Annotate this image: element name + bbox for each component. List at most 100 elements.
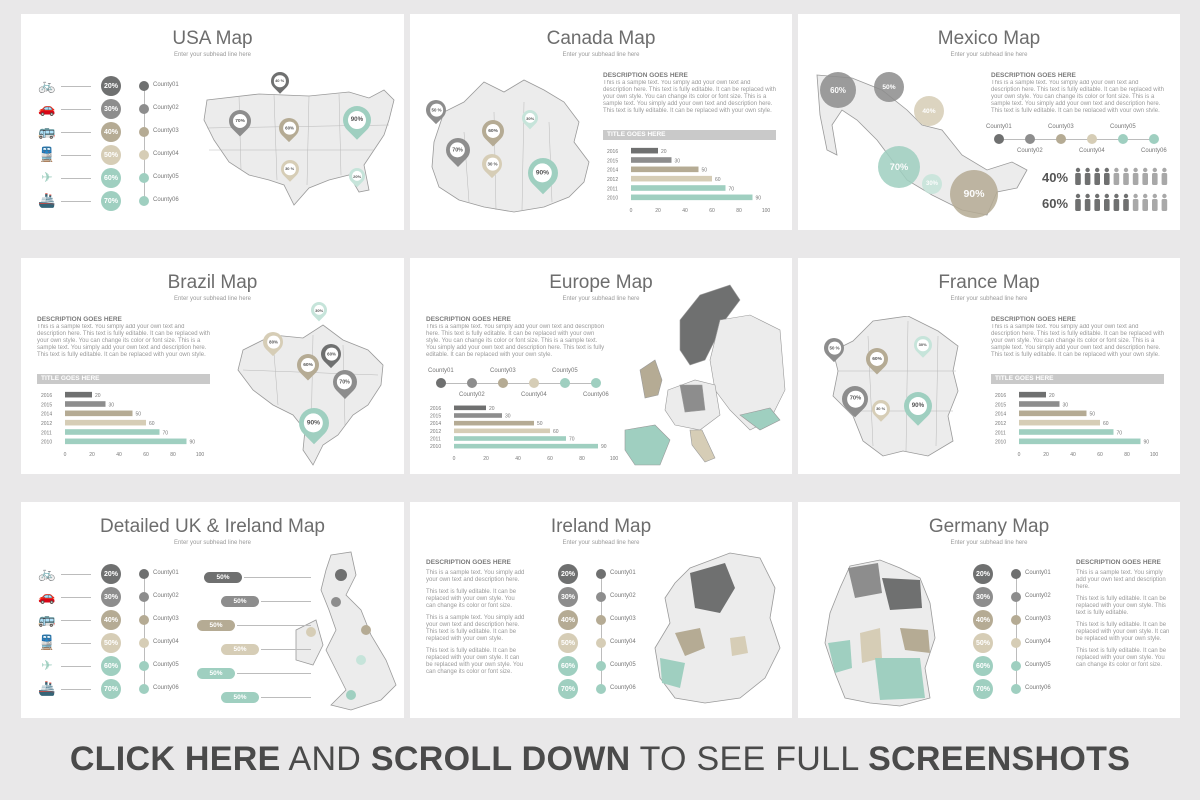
map-pin[interactable]: 70% — [836, 380, 874, 418]
person-icon — [1104, 193, 1110, 211]
legend-line — [61, 597, 91, 598]
percent-circle: 70% — [558, 679, 578, 699]
slide-france-map[interactable]: France Map Enter your subhead line here … — [798, 258, 1180, 474]
description-paragraph: This text is fully editable. It can be r… — [1076, 648, 1167, 668]
description-heading: DESCRIPTION GOES HERE — [991, 72, 1076, 79]
slide-ireland-map[interactable]: Ireland Map Enter your subhead line here… — [410, 502, 792, 718]
x-tick-label: 20 — [483, 456, 489, 462]
bar — [454, 428, 550, 434]
description-paragraph: This is a sample text. You simply add yo… — [426, 570, 525, 583]
description-text: This is a sample text. You simply add yo… — [991, 80, 1164, 112]
county-label: County01 — [153, 82, 179, 88]
map-pin[interactable]: 60% — [316, 339, 346, 369]
slide-subhead: Enter your subhead line here — [562, 296, 640, 302]
map-pin[interactable]: 50 % — [421, 95, 451, 125]
map-pin[interactable]: 40 % — [267, 68, 293, 94]
plane-icon: ✈ — [41, 657, 53, 673]
county-label: County04 — [1079, 148, 1105, 154]
slide-usa-map[interactable]: USA Map Enter your subhead line here 🚲20… — [21, 14, 404, 230]
bubble-layer: 60% 50% 40% 70%30% 90% — [798, 14, 1180, 230]
percent-circle: 30% — [558, 587, 578, 607]
bar — [1019, 401, 1060, 407]
map-pin[interactable]: 70% — [224, 105, 256, 137]
county-dot — [139, 104, 149, 114]
map-pin[interactable]: 60% — [477, 115, 509, 147]
slide-europe-map[interactable]: Europe Map Enter your subhead line here … — [410, 258, 792, 474]
county-dot — [139, 150, 149, 160]
county-label: County03 — [153, 128, 179, 134]
percent-circle: 60% — [558, 656, 578, 676]
bar-value-label: 50 — [537, 421, 543, 427]
bar — [454, 413, 502, 418]
map-pin[interactable]: 30 % — [868, 396, 894, 422]
slide-uk-ireland-map[interactable]: Detailed UK & Ireland Map Enter your sub… — [21, 502, 404, 718]
pill-connector — [261, 601, 311, 602]
person-icon — [1123, 167, 1129, 185]
bar — [631, 157, 672, 163]
percent-circle: 60% — [101, 168, 121, 188]
bar-category-label: 2015 — [995, 402, 1006, 408]
map-pin[interactable]: 80% — [258, 327, 288, 357]
bar-category-label: 2014 — [430, 421, 441, 427]
percent-circle: 40% — [101, 610, 121, 630]
map-pin[interactable]: 60% — [861, 343, 893, 375]
banner-cta[interactable]: CLICK HERE AND SCROLL DOWN TO SEE FULL S… — [0, 740, 1200, 779]
map-pin[interactable]: 50 % — [819, 333, 849, 363]
slide-germany-map[interactable]: Germany Map Enter your subhead line here… — [798, 502, 1180, 718]
bar — [65, 410, 133, 417]
bar-category-label: 2011 — [607, 186, 618, 192]
county-dot — [139, 684, 149, 694]
map-bubble[interactable]: 70% — [878, 146, 920, 188]
map-bubble[interactable]: 40% — [914, 96, 944, 126]
x-tick-label: 0 — [453, 456, 456, 462]
x-tick-label: 40 — [116, 452, 122, 458]
map-pin[interactable]: 70% — [441, 133, 475, 167]
map-pin[interactable]: 70% — [328, 365, 362, 399]
map-pin[interactable]: 30% — [307, 298, 331, 322]
map-pin[interactable]: 90% — [292, 401, 336, 445]
map-pin[interactable]: 90% — [337, 100, 377, 140]
value-pill: 50% — [221, 644, 259, 655]
slide-canada-map[interactable]: Canada Map Enter your subhead line here … — [410, 14, 792, 230]
percent-circle: 20% — [558, 564, 578, 584]
pin-label: 70% — [846, 390, 864, 408]
map-pin[interactable]: 30 % — [477, 149, 507, 179]
bar-value-label: 20 — [489, 406, 495, 412]
map-bubble[interactable]: 90% — [950, 170, 998, 218]
description-text: This is a sample text. You simply add yo… — [603, 80, 776, 114]
pin-layer: 70% 40 % 60% 90% 30 % 20% — [21, 14, 404, 230]
bar — [1019, 438, 1141, 445]
pin-layer: 30%80%60%60%70%90% — [21, 258, 404, 474]
map-pin[interactable]: 60% — [292, 349, 324, 381]
bar — [454, 443, 598, 449]
map-pin[interactable]: 90% — [898, 386, 938, 426]
bar-category-label: 2015 — [41, 402, 52, 408]
map-bubble[interactable]: 60% — [820, 72, 856, 108]
map-pin[interactable]: 90% — [521, 151, 565, 195]
map-bubble[interactable]: 30% — [922, 174, 942, 194]
bar-chart-title: TITLE GOES HERE — [991, 374, 1164, 384]
slide-brazil-map[interactable]: Brazil Map Enter your subhead line here … — [21, 258, 404, 474]
bar-value-label: 60 — [149, 421, 155, 427]
county-dot — [1011, 638, 1021, 648]
bar — [1019, 391, 1046, 398]
person-icon — [1152, 167, 1158, 185]
map-bubble[interactable]: 50% — [874, 72, 904, 102]
pin-label: 60% — [324, 347, 338, 361]
map-pin[interactable]: 60% — [274, 113, 304, 143]
map-pin[interactable]: 30% — [518, 106, 542, 130]
county-label: County04 — [1025, 639, 1051, 645]
map-pin[interactable]: 30% — [910, 332, 936, 358]
pin-label: 80% — [266, 335, 280, 349]
pill-layer: 50%50%50%50%50%50% — [21, 502, 404, 718]
pin-label: 60% — [485, 123, 501, 139]
slide-mexico-map[interactable]: Mexico Map Enter your subhead line here … — [798, 14, 1180, 230]
map-pin[interactable]: 20% — [345, 164, 369, 188]
pin-label: 60% — [282, 121, 296, 135]
banner-part-5: SCREENSHOTS — [868, 740, 1131, 778]
map-pin[interactable]: 30 % — [277, 156, 303, 182]
description-text: This is a sample text. You simply add yo… — [426, 324, 605, 358]
legend-connector — [144, 572, 145, 687]
value-pill: 50% — [221, 596, 259, 607]
